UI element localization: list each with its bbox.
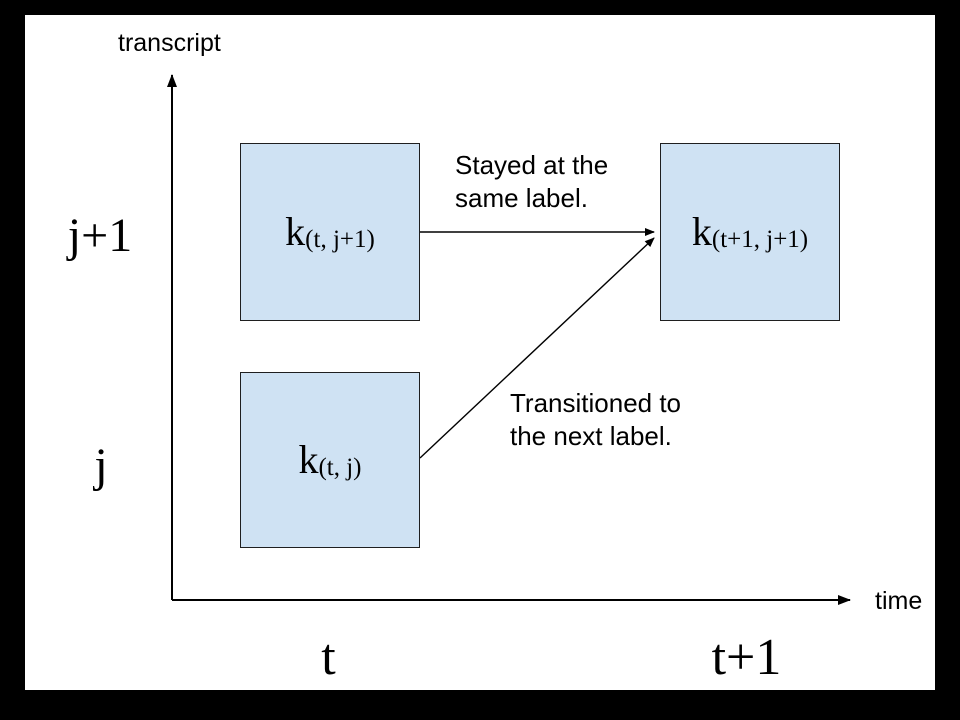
x-axis-title: time bbox=[875, 587, 923, 615]
node-subscript-label: (t, j) bbox=[318, 453, 362, 481]
node-k-t-plus-1-j-plus-1: k(t+1, j+1) bbox=[660, 143, 840, 321]
stayed-arrow-label: Stayed at the same label. bbox=[455, 150, 609, 213]
x-tick-t: t bbox=[321, 629, 336, 686]
diagram-lines bbox=[167, 74, 851, 605]
y-axis-title: transcript bbox=[118, 29, 221, 57]
node-base-label: k bbox=[285, 209, 306, 254]
transitioned-arrow-label: Transitioned to the next label. bbox=[510, 388, 682, 451]
transitioned-arrow bbox=[419, 237, 655, 459]
y-tick-j-plus-1: j+1 bbox=[67, 209, 133, 262]
node-subscript-label: (t, j+1) bbox=[305, 225, 375, 253]
node-base-label: k bbox=[691, 209, 712, 254]
slide-canvas: transcript time j+1 j t t+1 k(t, j+1) k(… bbox=[25, 15, 935, 690]
node-k-t-j-plus-1: k(t, j+1) bbox=[240, 143, 420, 321]
node-base-label: k bbox=[298, 437, 319, 482]
y-tick-j: j bbox=[94, 439, 108, 492]
node-k-t-j: k(t, j) bbox=[240, 372, 420, 548]
node-subscript-label: (t+1, j+1) bbox=[711, 225, 809, 253]
x-tick-t-plus-1: t+1 bbox=[711, 629, 782, 686]
